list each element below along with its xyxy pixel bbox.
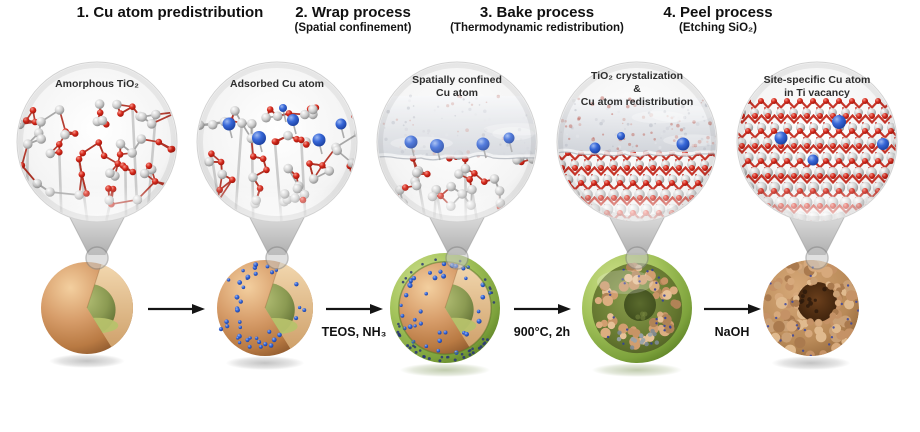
process-step-header-1: 1. Cu atom predistribution [50, 4, 290, 21]
inset-label: Adsorbed Cu atom [203, 78, 351, 91]
inset-label-line: TiO₂ crystalization [591, 70, 683, 82]
particle-sphere-5-etched-porous [763, 260, 859, 370]
magnified-inset-4: TiO₂ crystalization&Cu atom redistributi… [555, 58, 719, 274]
inset-label-line: Adsorbed Cu atom [230, 78, 324, 90]
magnified-inset-1: Amorphous TiO₂ [15, 58, 179, 274]
step-title: 2. Wrap process [295, 4, 411, 21]
process-arrow-2: TEOS, NH₃ [312, 302, 396, 339]
right-arrow-icon [326, 304, 383, 314]
arrow-label: TEOS, NH₃ [321, 325, 387, 339]
inset-illustration [556, 61, 718, 270]
magnifier-origin-dot [625, 246, 649, 270]
right-arrow-icon [514, 304, 571, 314]
particle-sphere-3-silica-wrapped [390, 253, 500, 377]
magnifier-origin-dot [85, 246, 109, 270]
process-arrow-1 [134, 302, 218, 316]
process-step-header-2: 2. Wrap process(Spatial confinement) [233, 4, 473, 34]
arrow-label: NaOH [714, 325, 750, 339]
inset-label-line: & [633, 82, 641, 95]
magnifier-origin-dot [805, 246, 829, 270]
right-arrow-icon [148, 304, 205, 314]
arrow-label: 900°C, 2h [513, 325, 571, 339]
inset-label: TiO₂ crystalization&Cu atom redistributi… [563, 70, 711, 108]
particle-sphere-2-cutaway-cu-dots [217, 260, 314, 370]
inset-label-line: Spatially confined [412, 74, 502, 86]
step-title: 1. Cu atom predistribution [76, 4, 264, 21]
magnifier-origin-dot [445, 246, 469, 270]
particle-sphere-1-solid-cutaway [41, 262, 133, 368]
step-title: 3. Bake process [479, 4, 595, 21]
particle-sphere-4-baked-porous-in-shell [582, 253, 692, 377]
magnified-inset-2: Adsorbed Cu atom [195, 58, 359, 274]
inset-label-line: Amorphous TiO₂ [55, 78, 139, 90]
step-subtitle: (Etching SiO₂) [679, 22, 757, 34]
step-subtitle: (Thermodynamic redistribution) [450, 22, 624, 34]
inset-illustration [196, 61, 358, 270]
process-step-header-3: 3. Bake process(Thermodynamic redistribu… [417, 4, 657, 34]
inset-label: Amorphous TiO₂ [23, 78, 171, 91]
inset-label-line: in Ti vacancy [784, 86, 850, 99]
inset-label-line: Cu atom [436, 86, 478, 99]
process-step-header-4: 4. Peel process(Etching SiO₂) [598, 4, 838, 34]
inset-illustration [16, 61, 178, 270]
step-subtitle: (Spatial confinement) [294, 22, 412, 34]
magnifier-origin-dot [265, 246, 289, 270]
step-title: 4. Peel process [663, 4, 773, 21]
inset-illustration [376, 61, 538, 270]
right-arrow-icon [704, 304, 761, 314]
inset-illustration [736, 61, 898, 270]
inset-label-line: Site-specific Cu atom [763, 74, 871, 86]
process-arrow-3: 900°C, 2h [500, 302, 584, 339]
process-arrow-4: NaOH [690, 302, 774, 339]
inset-label-line: Cu atom redistribution [580, 95, 694, 108]
